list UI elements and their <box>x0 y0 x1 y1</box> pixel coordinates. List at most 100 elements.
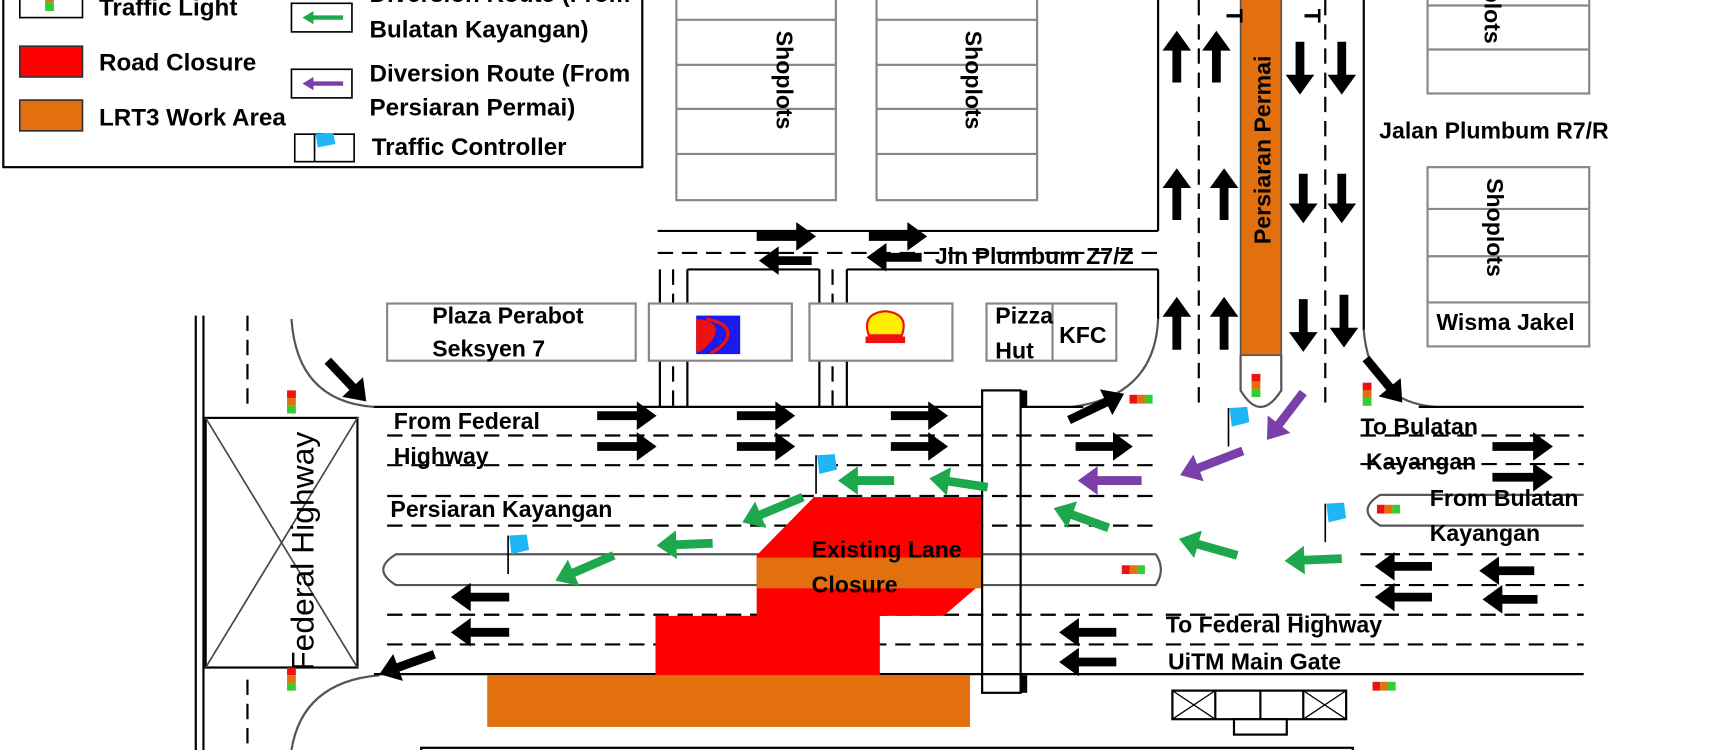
traffic-controller-flag-icon <box>507 534 530 575</box>
traffic-flow-arrow-icon <box>1374 582 1432 612</box>
plaza-perabot-label-2: Seksyen 7 <box>432 335 545 361</box>
traffic-light-icon <box>1372 681 1396 691</box>
legend-diversion-bulatan-line1: Diversion Route (From <box>370 0 631 8</box>
legend-diversion-permai-line2: Persiaran Permai) <box>370 94 576 121</box>
to-federal-label: To Federal Highway <box>1166 611 1382 637</box>
traffic-flow-arrow-icon <box>379 650 436 681</box>
traffic-flow-arrow-icon <box>1492 432 1553 461</box>
shoplots-label: Shoplots <box>1480 0 1506 44</box>
legend-lrt3-swatch <box>18 99 84 132</box>
persiaran-permai-road: Persiaran Permai T T <box>1072 0 1436 408</box>
legend-road-closure-swatch <box>18 45 84 78</box>
traffic-flow-arrow-icon <box>450 582 510 612</box>
legend-purple-arrow-icon <box>302 76 344 91</box>
traffic-light-lamp <box>1129 565 1138 575</box>
persiaran-kayangan-label: Persiaran Kayangan <box>390 496 612 522</box>
green-diversion-arrow-icon <box>1284 545 1342 575</box>
traffic-light-lamp <box>287 667 296 676</box>
traffic-light-icon <box>287 390 296 414</box>
traffic-controller-flag-icon <box>1227 406 1250 447</box>
traffic-light-icon <box>1129 394 1153 404</box>
traffic-light-icon <box>287 667 296 691</box>
shell-logo-icon <box>865 310 906 344</box>
traffic-light-icon <box>1376 504 1401 514</box>
shell-station <box>808 302 954 362</box>
traffic-flow-arrow-icon <box>450 618 510 647</box>
purple-arrow-icon <box>302 76 344 91</box>
traffic-flow-arrow-icon <box>1162 296 1192 350</box>
legend-traffic-controller-label: Traffic Controller <box>372 134 567 161</box>
federal-highway-road: Federal Highway <box>194 315 380 750</box>
plaza-perabot-building: Plaza Perabot Seksyen 7 <box>386 302 637 362</box>
from-bulatan-label-1: From Bulatan <box>1430 485 1579 511</box>
traffic-controller-flag-icon <box>815 454 837 494</box>
legend-traffic-light-label: Traffic Light <box>99 0 237 21</box>
federal-highway-label: Federal Highway <box>284 432 320 671</box>
green-arrow-icon <box>302 10 344 25</box>
purple-diversion-arrow-icon <box>1077 466 1142 495</box>
wisma-jakel-block: Shoplots Wisma Jakel <box>1426 166 1591 348</box>
traffic-flow-arrow-icon <box>1067 389 1125 425</box>
traffic-light-lamp <box>1384 504 1393 514</box>
existing-closure-label-2: Closure <box>812 572 898 598</box>
lrt3-work-area-band <box>756 557 983 589</box>
traffic-light-lamp <box>1121 565 1130 575</box>
traffic-flow-arrow-icon <box>1327 173 1357 224</box>
purple-diversion-arrow-icon <box>1180 446 1245 482</box>
to-bulatan-label-2: Kayangan <box>1366 449 1476 475</box>
traffic-flow-arrow-icon <box>890 401 949 430</box>
existing-lane-closure: Existing Lane Closure <box>487 497 983 727</box>
traffic-light-lamp <box>1137 565 1145 575</box>
green-diversion-arrow-icon <box>1053 501 1111 532</box>
traffic-light-lamp <box>1362 398 1372 406</box>
legend-diversion-bulatan-line2: Bulatan Kayangan) <box>370 16 589 43</box>
legend-lrt3-label: LRT3 Work Area <box>99 104 286 131</box>
traffic-flow-arrow-icon <box>1202 30 1231 83</box>
traffic-light-lamp <box>287 675 296 683</box>
traffic-light-lamp <box>1144 394 1153 404</box>
legend-green-arrow-icon <box>302 10 344 25</box>
traffic-light-lamp <box>1392 504 1401 514</box>
traffic-light-lamp <box>1362 390 1372 399</box>
shoplots-block-2: Shoplots <box>875 0 1039 202</box>
kfc-label: KFC <box>1059 322 1107 348</box>
from-federal-label-1: From Federal <box>394 408 540 434</box>
from-bulatan-label-2: Kayangan <box>1430 520 1540 546</box>
traffic-light-icon <box>1251 373 1261 397</box>
green-diversion-arrow-icon <box>656 530 713 559</box>
traffic-flow-arrow-icon <box>758 246 812 275</box>
traffic-flow-arrow-icon <box>736 401 796 430</box>
green-diversion-arrow-icon <box>1178 530 1239 560</box>
traffic-flow-arrow-icon <box>1162 168 1192 220</box>
traffic-light-lamp <box>1129 394 1138 404</box>
green-diversion-arrow-icon <box>838 466 895 495</box>
bottom-building-edge <box>420 746 1354 750</box>
traffic-flow-arrow-icon <box>756 222 817 251</box>
lrt3-work-area-median <box>1239 0 1283 357</box>
traffic-flow-arrow-icon <box>1327 41 1357 95</box>
pizza-label: Pizza <box>995 302 1053 328</box>
green-diversion-arrow-icon <box>555 551 616 586</box>
traffic-flow-arrow-icon <box>597 401 657 430</box>
traffic-light-icon <box>1121 565 1145 575</box>
traffic-light-lamp <box>1251 381 1261 390</box>
traffic-flow-arrow-icon <box>1374 552 1432 581</box>
partial-label: T <box>1299 9 1325 23</box>
from-federal-label-2: Highway <box>394 443 489 469</box>
traffic-flow-arrow-icon <box>1329 294 1359 348</box>
lrt3-work-area-bottom <box>487 675 971 727</box>
shoplots-label: Shoplots <box>1482 178 1508 277</box>
traffic-light-lamp <box>1387 681 1396 691</box>
traffic-flow-arrow-icon <box>1059 647 1117 677</box>
traffic-flow-arrow-icon <box>866 243 922 272</box>
uitm-gate-label: UiTM Main Gate <box>1168 649 1341 675</box>
legend-traffic-light-icon <box>18 0 84 19</box>
flag-cloth <box>1229 406 1250 427</box>
traffic-light-lamp <box>1251 389 1261 397</box>
legend-road-closure-label: Road Closure <box>99 49 256 76</box>
traffic-flow-arrow-icon <box>1362 355 1403 403</box>
shoplots-block-3: Shoplots <box>1426 0 1591 95</box>
plaza-perabot-label-1: Plaza Perabot <box>432 302 584 328</box>
traffic-flow-arrow-icon <box>1162 30 1192 83</box>
